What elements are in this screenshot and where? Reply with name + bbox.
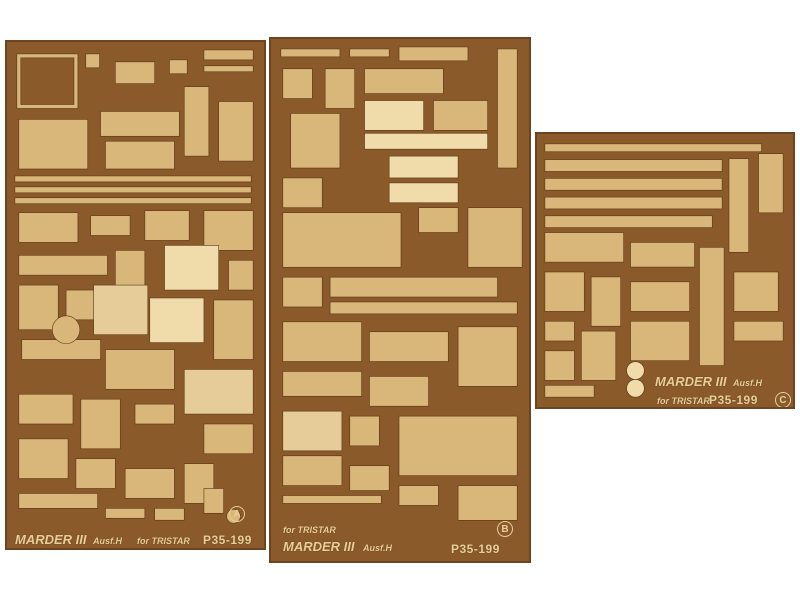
- fret-a-maker-note: for TRISTAR: [137, 536, 190, 546]
- fret-b-title: MARDER III: [283, 539, 355, 554]
- fret-c-parts: [544, 143, 784, 398]
- fret-b-sheet-letter: B: [497, 521, 513, 537]
- fret-c-maker-note: for TRISTAR: [657, 396, 710, 406]
- etched-fret-c: MARDER III Ausf.H for TRISTAR P35-199 C: [535, 132, 795, 409]
- fret-b-code: P35-199: [451, 542, 500, 556]
- etched-fret-b: for TRISTAR MARDER III Ausf.H P35-199 B: [269, 37, 531, 563]
- fret-b-variant: Ausf.H: [363, 543, 392, 553]
- fret-a-title: MARDER III: [15, 532, 87, 547]
- fret-a-variant: Ausf.H: [93, 536, 122, 546]
- etched-fret-a: MARDER III Ausf.H for TRISTAR P35-199 A: [5, 40, 266, 550]
- fret-a-sheet-letter: A: [229, 506, 245, 522]
- fret-c-code: P35-199: [709, 393, 758, 407]
- fret-b-parts: [280, 46, 523, 521]
- fret-c-sheet-letter: C: [775, 392, 791, 407]
- fret-b-maker-note: for TRISTAR: [283, 525, 336, 535]
- fret-c-title: MARDER III: [655, 374, 727, 389]
- fret-a-code: P35-199: [203, 533, 252, 547]
- fret-c-variant: Ausf.H: [733, 378, 762, 388]
- fret-a-parts: [14, 49, 254, 524]
